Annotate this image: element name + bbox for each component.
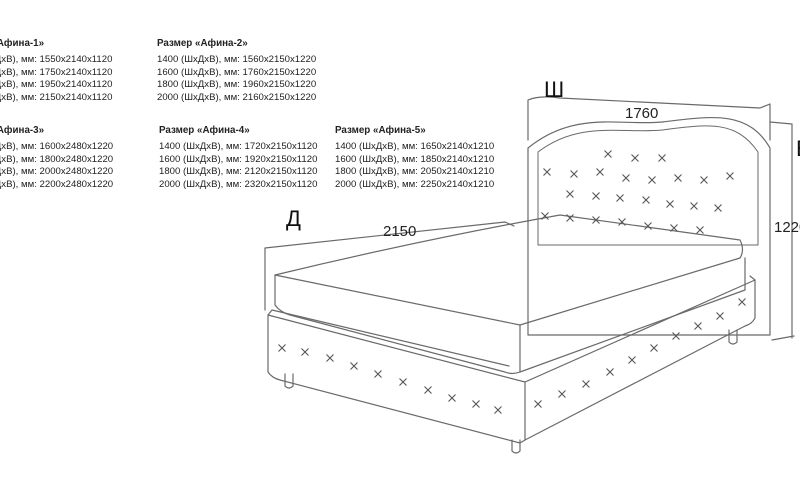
tuft-cross: [374, 370, 382, 378]
spec-title: мер «Афина-3»: [0, 125, 45, 136]
spec-row: 0 (ШхДхВ), мм: 2200x2480x1220: [0, 178, 114, 190]
tuft-cross: [592, 192, 600, 200]
bed-leg: [511, 439, 521, 454]
tuft-cross: [674, 174, 682, 182]
spec-row: 0 (ШхДхВ), мм: 2000x2480x1220: [0, 166, 114, 178]
tuft-cross: [543, 168, 551, 176]
tuft-cross: [631, 154, 639, 162]
spec-title: Размер «Афина-2»: [157, 38, 248, 49]
tuft-cross: [738, 298, 746, 306]
tuft-cross: [700, 176, 708, 184]
tuft-cross: [301, 348, 309, 356]
spec-title: Размер «Афина-5»: [335, 125, 426, 136]
tuft-cross: [592, 216, 600, 224]
tuft-cross: [648, 176, 656, 184]
tuft-cross: [642, 196, 650, 204]
spec-row: 2000 (ШхДхВ), мм: 2320x2150x1120: [159, 178, 318, 190]
bed-base-side: [524, 279, 756, 441]
tuft-cross: [566, 214, 574, 222]
tuft-cross: [690, 202, 698, 210]
spec-row: 1800 (ШхДхВ), мм: 1960x2150x1220: [157, 79, 317, 91]
height-letter: В: [796, 136, 800, 161]
mattress-front: [274, 274, 521, 375]
tuft-cross: [570, 170, 578, 178]
bed-base-top: [267, 275, 756, 367]
spec-title: мер «Афина-1»: [0, 38, 45, 49]
length-value: 2150: [383, 223, 416, 240]
tuft-cross: [694, 322, 702, 330]
tuft-cross: [534, 400, 542, 408]
spec-row: 2000 (ШхДхВ), мм: 2160x2150x1220: [157, 91, 317, 103]
tuft-cross: [399, 378, 407, 386]
length-letter: Д: [286, 206, 301, 231]
bed-leg: [728, 329, 738, 345]
width-value: 1760: [625, 105, 658, 122]
mattress-top: [274, 214, 744, 326]
tuft-cross: [726, 172, 734, 180]
spec-row: 0 (ШхДхВ), мм: 1950x2140x1120: [0, 79, 113, 91]
tuft-cross: [596, 168, 604, 176]
spec-row: 1600 (ШхДхВ), мм: 1920x2150x1120: [159, 153, 318, 165]
spec-block-afina-5: Размер «Афина-5» 1400 (ШхДхВ), мм: 1650x…: [335, 125, 494, 191]
spec-block-afina-4: Размер «Афина-4» 1400 (ШхДхВ), мм: 1720x…: [159, 125, 317, 191]
tuft-cross: [672, 332, 680, 340]
spec-row: 1400 (ШхДхВ), мм: 1560x2150x1220: [157, 54, 317, 66]
length-dimension-line: [264, 221, 515, 311]
spec-row: 1600 (ШхДхВ), мм: 1760x2150x1220: [157, 66, 317, 78]
spec-row: 0 (ШхДхВ), мм: 1800x2480x1220: [0, 153, 114, 165]
tufting-pattern: [278, 150, 746, 414]
width-letter: Ш: [544, 77, 564, 102]
tuft-cross: [618, 218, 626, 226]
tuft-cross: [650, 344, 658, 352]
tuft-cross: [644, 222, 652, 230]
spec-row: 1600 (ШхДхВ), мм: 1850x2140x1210: [335, 153, 495, 165]
tuft-cross: [604, 150, 612, 158]
spec-title: Размер «Афина-4»: [159, 125, 250, 136]
tuft-cross: [558, 390, 566, 398]
tuft-cross: [716, 312, 724, 320]
spec-row: 1800 (ШхДхВ), мм: 2120x2150x1120: [159, 166, 318, 178]
spec-block-afina-2: Размер «Афина-2» 1400 (ШхДхВ), мм: 1560x…: [157, 38, 316, 104]
spec-row: 2000 (ШхДхВ), мм: 2250x2140x1210: [335, 178, 495, 190]
spec-row: 1400 (ШхДхВ), мм: 1720x2150x1120: [159, 141, 318, 153]
bed-leg: [284, 373, 294, 389]
mattress-side: [519, 257, 746, 373]
height-dimension-line: [769, 121, 795, 341]
tuft-cross: [666, 200, 674, 208]
spec-block-afina-3: мер «Афина-3» 0 (ШхДхВ), мм: 1600x2480x1…: [0, 125, 113, 191]
tuft-cross: [606, 368, 614, 376]
tuft-cross: [541, 212, 549, 220]
headboard-outline: [527, 117, 771, 336]
spec-row: 0 (ШхДхВ), мм: 1600x2480x1220: [0, 141, 114, 153]
tuft-cross: [494, 406, 502, 414]
spec-row: 0 (ШхДхВ), мм: 2150x2140x1120: [0, 91, 113, 103]
bed-base-front: [267, 314, 526, 444]
tuft-cross: [566, 190, 574, 198]
tuft-cross: [582, 380, 590, 388]
tuft-cross: [622, 174, 630, 182]
spec-row: 0 (ШхДхВ), мм: 1750x2140x1120: [0, 66, 113, 78]
spec-row: 1400 (ШхДхВ), мм: 1650x2140x1210: [335, 141, 495, 153]
tuft-cross: [278, 344, 286, 352]
spec-row: 1800 (ШхДхВ), мм: 2050x2140x1210: [335, 166, 495, 178]
tuft-cross: [616, 194, 624, 202]
headboard-inner-panel: [537, 125, 759, 246]
tuft-cross: [658, 154, 666, 162]
spec-block-afina-1: мер «Афина-1» 0 (ШхДхВ), мм: 1550x2140x1…: [0, 38, 112, 104]
tuft-cross: [472, 400, 480, 408]
height-value: 1220: [774, 219, 800, 236]
tuft-cross: [628, 356, 636, 364]
tuft-cross: [714, 204, 722, 212]
spec-row: 0 (ШхДхВ), мм: 1550x2140x1120: [0, 54, 113, 66]
tuft-cross: [424, 386, 432, 394]
tuft-cross: [696, 226, 704, 234]
tuft-cross: [448, 394, 456, 402]
tuft-cross: [350, 362, 358, 370]
tuft-cross: [670, 224, 678, 232]
tuft-cross: [326, 354, 334, 362]
